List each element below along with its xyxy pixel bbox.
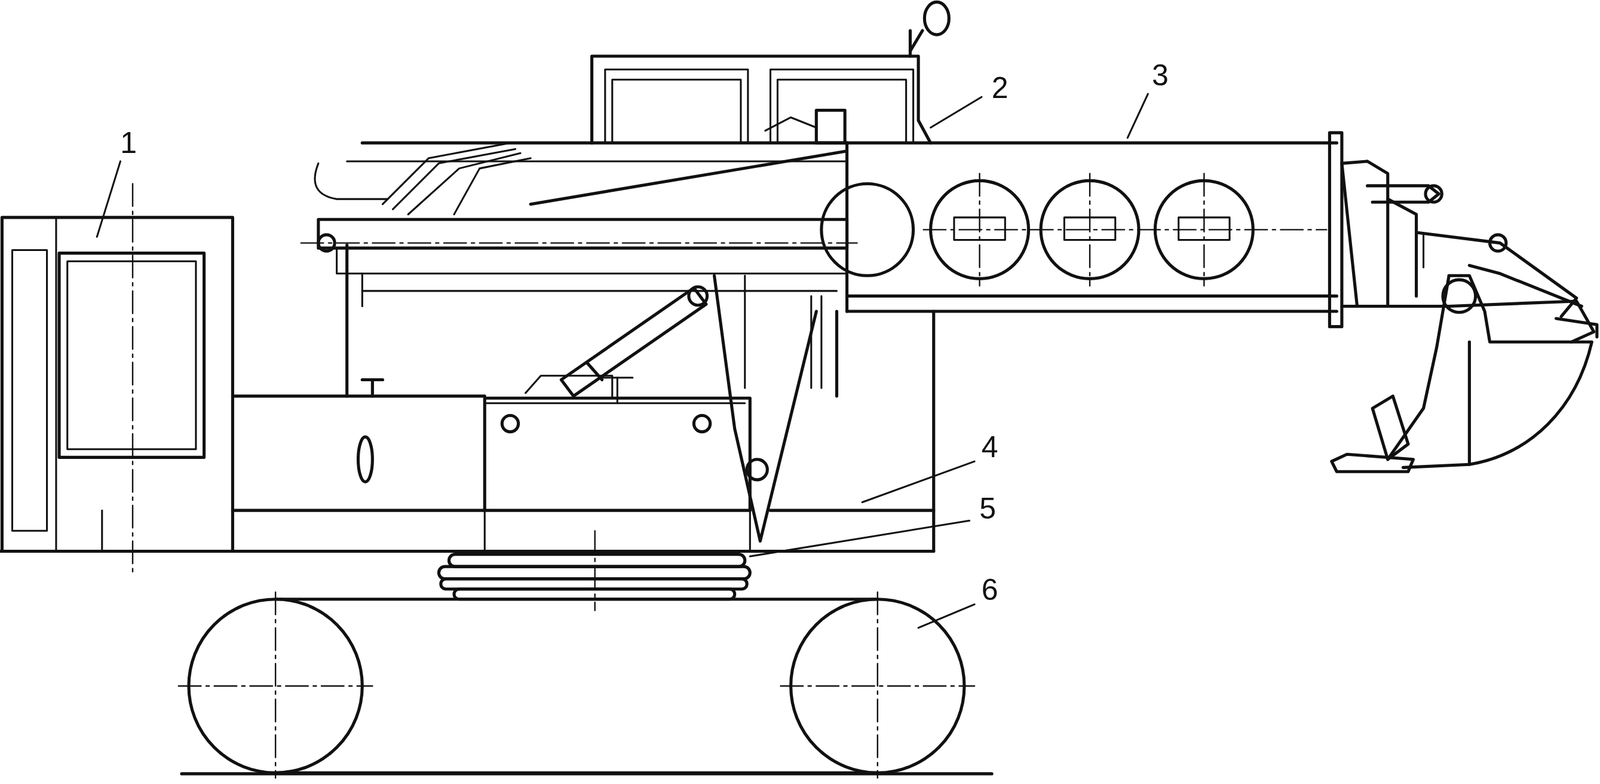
callout-number: 1	[118, 127, 139, 158]
hydraulic-cylinder	[301, 219, 858, 306]
callout-number: 5	[978, 493, 998, 524]
callout-number: 4	[980, 431, 1000, 462]
callout-number: 3	[1150, 60, 1170, 91]
callout-number: 2	[990, 72, 1010, 103]
operator-cab	[592, 1, 950, 143]
crawler-track	[178, 592, 975, 778]
superstructure-frame	[314, 142, 848, 541]
counterweight	[1, 184, 233, 572]
turntable-platform	[0, 311, 934, 551]
telescopic-boom	[821, 132, 1342, 327]
callout-number: 6	[980, 574, 1000, 605]
bucket	[1331, 161, 1598, 472]
tilt-cylinder	[525, 286, 708, 398]
leader-lines	[96, 93, 1148, 628]
